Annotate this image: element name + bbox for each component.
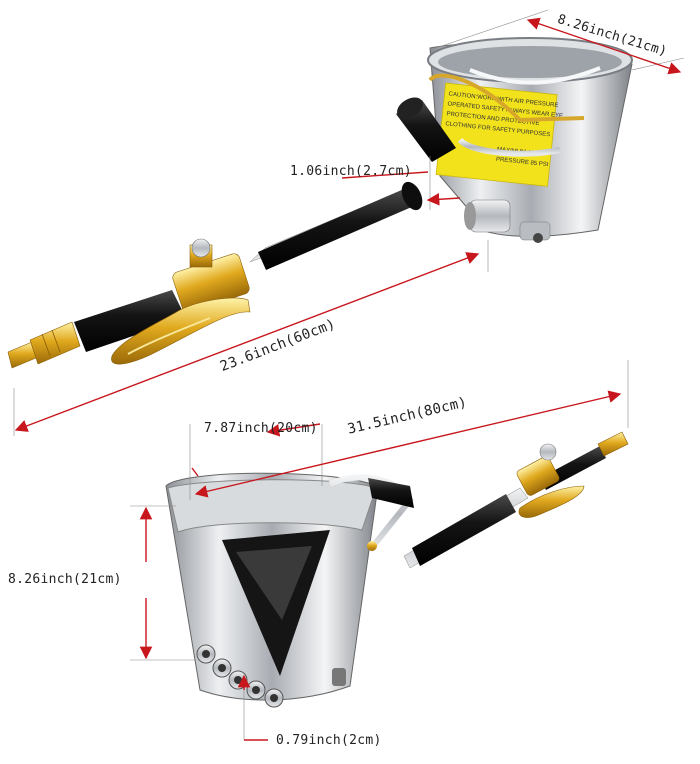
top-hopper-gun: CAUTION:WORK WITH AIR PRESSURE OPERATED … (7, 37, 633, 369)
warning-label-line6: PRESSURE 85 PSI (496, 157, 549, 169)
pipe-diameter-label: 1.06inch(2.7cm) (290, 164, 412, 179)
top-brass-valve (111, 238, 251, 365)
pipe-diameter-arrow (426, 193, 461, 206)
top-width-ext-left (429, 9, 549, 51)
warning-label: CAUTION:WORK WITH AIR PRESSURE OPERATED … (435, 82, 563, 187)
bottom-width-label: 7.87inch(20cm) (204, 421, 318, 436)
pipe-diameter-line-left (341, 171, 429, 179)
top-width-arrow (526, 17, 682, 75)
top-long-grip (258, 181, 423, 270)
bottom-width-tick (191, 467, 199, 477)
bottom-nozzles (196, 644, 284, 708)
bottom-hopper-gun (165, 431, 629, 708)
top-length-arrow (14, 252, 480, 432)
nozzle-label: 0.79inch(2cm) (276, 733, 382, 748)
bottom-hopper-bucket (165, 472, 379, 708)
bottom-height-label: 8.26inch(21cm) (8, 572, 122, 587)
top-brass-nipple (7, 321, 81, 369)
top-bail-handle (396, 73, 585, 162)
bottom-tube (403, 446, 606, 569)
bottom-length-arrow (194, 390, 622, 498)
dimension-lines (13, 9, 685, 741)
